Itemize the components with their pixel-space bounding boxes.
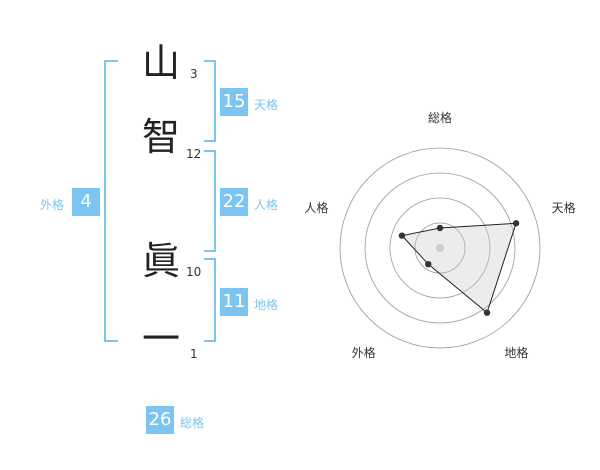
soukaku-label: 総格 <box>180 416 205 430</box>
name-char-2: 智 <box>142 115 181 159</box>
radar-axis-label-1: 天格 <box>552 200 576 215</box>
jinkaku-label: 人格 <box>254 198 279 212</box>
radar-center <box>436 244 444 252</box>
jinkaku-badge: 22 <box>220 188 248 216</box>
chikaku-bracket <box>204 258 216 342</box>
tenkaku-badge: 15 <box>220 88 248 116</box>
name-char-1: 山 <box>142 41 181 85</box>
radar-point-3 <box>425 260 432 268</box>
name-char-3: 眞 <box>142 239 181 283</box>
tenkaku-bracket <box>204 60 216 142</box>
radar-ring-3 <box>364 172 516 324</box>
radar-ring-1 <box>414 222 466 274</box>
radar-point-2 <box>483 309 491 316</box>
radar-axis-label-0: 総格 <box>428 110 452 125</box>
name-char-4: 一 <box>142 317 181 361</box>
stroke-count-4: 1 <box>190 347 198 361</box>
stroke-count-3: 10 <box>186 265 202 279</box>
radar-axis-label-2: 地格 <box>504 345 528 360</box>
radar-point-4 <box>398 232 406 239</box>
chikaku-label: 地格 <box>254 298 279 312</box>
gaikaku-badge: 4 <box>72 188 100 216</box>
chikaku-badge: 11 <box>220 288 248 316</box>
jinkaku-bracket <box>204 150 216 252</box>
soukaku-badge: 26 <box>146 406 174 434</box>
radar-ring-2 <box>389 197 491 299</box>
tenkaku-label: 天格 <box>254 98 279 112</box>
gaikaku-bracket <box>104 60 118 342</box>
stroke-count-2: 12 <box>186 147 202 161</box>
gaikaku-label: 外格 <box>40 198 65 212</box>
radar-axis-label-3: 外格 <box>352 345 376 360</box>
radar-point-1 <box>512 220 520 227</box>
radar-area <box>400 222 517 314</box>
radar-axis-label-4: 人格 <box>304 200 328 215</box>
radar-point-0 <box>436 224 444 232</box>
stroke-count-1: 3 <box>190 67 198 81</box>
radar-ring-4 <box>339 147 541 349</box>
